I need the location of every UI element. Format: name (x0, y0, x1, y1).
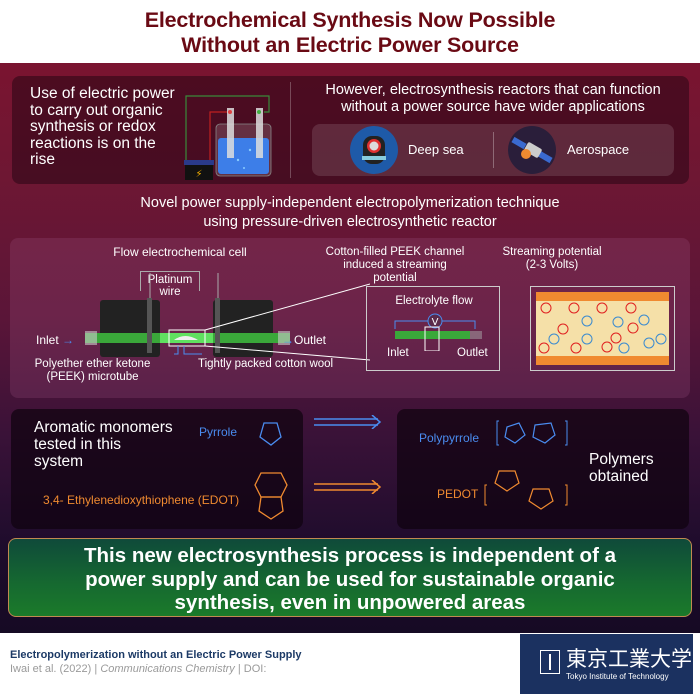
svg-text:⚡: ⚡ (195, 169, 202, 180)
citation-journal: Communications Chemistry (100, 663, 235, 675)
logo-emblem-icon (540, 650, 560, 674)
technique-line-2: using pressure-driven electrosynthetic r… (203, 214, 497, 230)
polymers-panel: Polypyrrole PEDOT Polymers obtained (397, 409, 689, 529)
platinum-line-1: Platinum (147, 274, 193, 286)
conclusion-line-2: power supply and can be used for sustain… (85, 567, 615, 591)
title-line-1: Electrochemical Synthesis Now Possible (144, 8, 556, 32)
intro-right-line-1: However, electrosynthesis reactors that … (325, 82, 661, 98)
intro-right-text: However, electrosynthesis reactors that … (307, 82, 679, 116)
citation-doi[interactable]: DOI: (243, 663, 267, 675)
inlet-label: Inlet → (36, 333, 75, 347)
streaming-title-line-2: (2-3 Volts) (525, 259, 579, 271)
ion-distribution-icon (536, 292, 669, 365)
cotton-label: Tightly packed cotton wool (198, 358, 334, 370)
polymers-title: Polymers obtained (589, 451, 654, 485)
paper-title: Electropolymerization without an Electri… (10, 649, 302, 661)
intro-right-line-2: without a power source have wider applic… (341, 99, 645, 115)
infographic-body: Use of electric power to carry out organ… (0, 63, 700, 633)
university-logo: 東京工業大学 Tokyo Institute of Technology (520, 634, 693, 694)
streaming-title: Streaming potential (2-3 Volts) (492, 246, 612, 272)
reaction-arrows (314, 414, 394, 499)
channel-voltmeter-icon: V (394, 313, 482, 351)
electrolysis-beaker-icon: ⚡ (184, 95, 272, 180)
outlet-label: →Outlet (282, 333, 327, 347)
flow-cell-icon (85, 273, 370, 361)
logo-japanese-text: 東京工業大学 (566, 647, 692, 671)
streaming-potential-box (530, 286, 675, 371)
peek-line-1: Polyether ether ketone (34, 358, 151, 370)
edot-label: 3,4- Ethylenedioxythiophene (EDOT) (43, 493, 240, 507)
platinum-line-2: wire (159, 286, 181, 298)
pedot-label: PEDOT (437, 487, 479, 501)
channel-title-line-1: Cotton-filled PEEK channel (325, 246, 465, 258)
page-title: Electrochemical Synthesis Now Possible W… (0, 8, 700, 58)
small-outlet-label: Outlet (457, 347, 488, 359)
edot-structure-icon (254, 472, 288, 520)
small-inlet-label: Inlet (387, 347, 409, 359)
diving-helmet-icon (350, 126, 398, 174)
logo-english-text: Tokyo Institute of Technology (566, 672, 669, 681)
streaming-title-line-1: Streaming potential (502, 246, 602, 258)
channel-title-line-2: induced a streaming potential (343, 259, 447, 284)
inlet-text: Inlet (36, 333, 59, 347)
satellite-icon (508, 126, 556, 174)
technique-heading: Novel power supply-independent electropo… (0, 194, 700, 232)
pyrrole-structure-icon (259, 422, 282, 446)
monomers-title: Aromatic monomers tested in this system (34, 419, 173, 470)
title-line-2: Without an Electric Power Source (181, 33, 519, 57)
applications-box: Deep sea Aerospace (312, 124, 674, 176)
outlet-text: Outlet (294, 333, 327, 347)
polypyrrole-label: Polypyrrole (419, 431, 480, 445)
platinum-label: Platinum (140, 271, 200, 291)
deep-sea-label: Deep sea (408, 142, 464, 157)
peek-line-2: (PEEK) microtube (46, 371, 139, 383)
svg-text:V: V (432, 317, 439, 328)
conclusion-line-3: synthesis, even in unpowered areas (174, 591, 526, 614)
conclusion-line-1: This new electrosynthesis process is ind… (83, 544, 616, 567)
aerospace-label: Aerospace (567, 142, 630, 157)
orange-arrow-icon (314, 479, 382, 495)
citation: Iwai et al. (2022) | Communications Chem… (10, 663, 267, 675)
polypyrrole-structure-icon (496, 420, 568, 446)
pedot-structure-icon (484, 470, 568, 510)
blue-arrow-icon (314, 414, 382, 430)
pyrrole-label: Pyrrole (199, 425, 238, 439)
intro-left-text: Use of electric power to carry out organ… (30, 85, 175, 168)
reactor-diagram-panel: Flow electrochemical cell Platinum wire … (10, 238, 690, 398)
intro-panel: Use of electric power to carry out organ… (12, 76, 689, 184)
conclusion-banner: This new electrosynthesis process is ind… (8, 538, 692, 617)
technique-line-1: Novel power supply-independent electropo… (140, 195, 560, 211)
citation-authors: Iwai et al. (2022) (10, 663, 92, 675)
app-divider (493, 132, 494, 168)
peek-label: Polyether ether ketone (PEEK) microtube (20, 358, 165, 384)
channel-title: Cotton-filled PEEK channel induced a str… (325, 246, 465, 285)
electrolyte-flow-label: Electrolyte flow (395, 295, 473, 307)
divider (290, 82, 291, 178)
monomers-panel: Aromatic monomers tested in this system … (11, 409, 303, 529)
flow-cell-title: Flow electrochemical cell (113, 245, 247, 259)
electrolyte-flow-box: Electrolyte flow V Inlet Outlet (366, 286, 500, 371)
